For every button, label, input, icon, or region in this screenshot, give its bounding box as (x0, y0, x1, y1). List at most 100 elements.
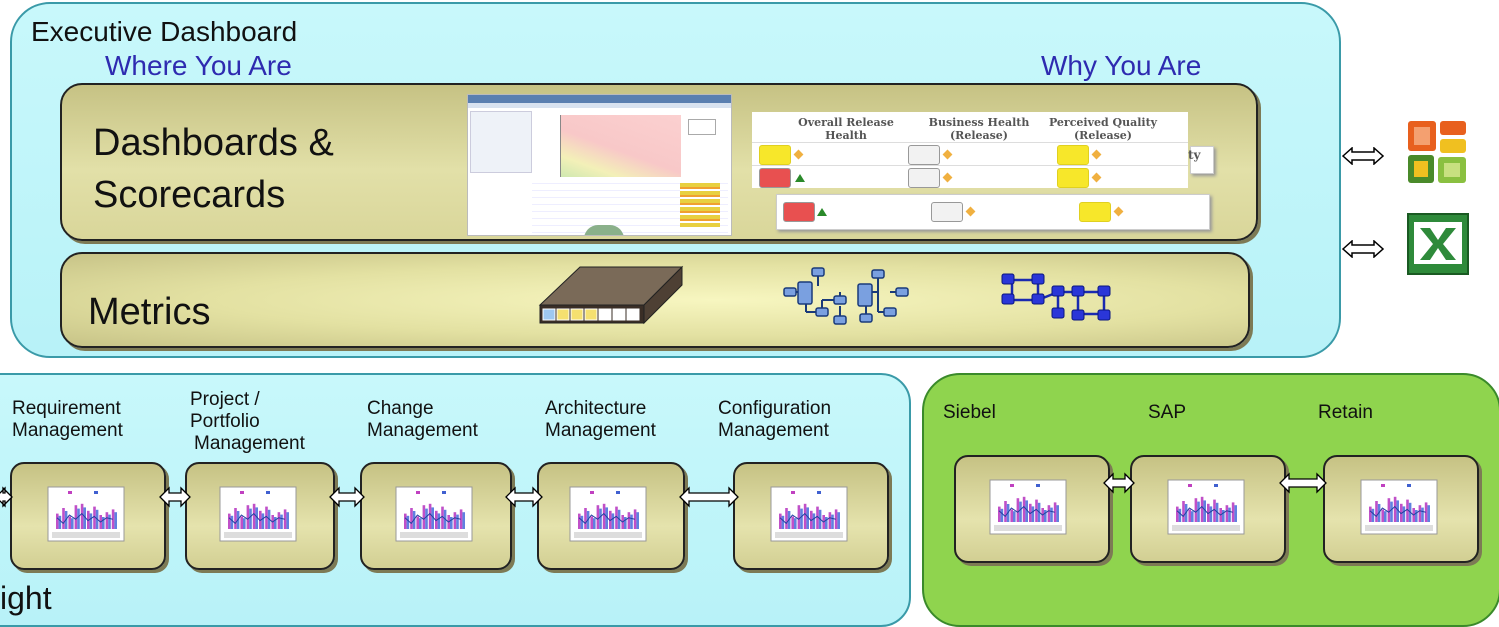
chart-bar (825, 517, 828, 529)
legend-swatch (616, 491, 620, 494)
chart-bar (404, 513, 407, 529)
scorecard-header-quality: Perceived Quality (Release) (1048, 116, 1158, 142)
chart-bar (108, 514, 111, 529)
chart-bar (431, 507, 434, 529)
double-arrow-icon (0, 486, 13, 508)
chart-bar (265, 506, 268, 529)
legend-swatch (240, 491, 244, 494)
legend-swatch (68, 491, 72, 494)
chart-bar (1047, 505, 1051, 522)
scorecard-card-bottom (776, 194, 1210, 230)
chart-bar (102, 517, 105, 529)
chart-line (1369, 505, 1426, 518)
chart-bar (1013, 511, 1016, 522)
chart-line (779, 512, 836, 525)
chart-bar (797, 505, 801, 529)
chart-bar (1000, 508, 1004, 522)
legend-swatch (416, 491, 420, 494)
chart-bar (599, 508, 602, 529)
process-flow-icon (783, 267, 909, 325)
chart-bar (428, 503, 432, 529)
chart-bar (1222, 510, 1225, 522)
chart-bar (624, 517, 627, 529)
chart-bar (630, 514, 633, 529)
system-label-siebel: Siebel (943, 402, 996, 423)
chart-bar (1203, 500, 1206, 522)
chart-bar (1384, 511, 1387, 522)
chart-bar (785, 508, 788, 529)
chart-bar (1004, 501, 1007, 522)
chart-bar (1371, 508, 1375, 522)
chart-bar (283, 509, 287, 529)
chart-bar (800, 508, 803, 529)
chart-bar (1031, 506, 1035, 522)
chart-bar (1176, 506, 1179, 522)
chart-bar (1381, 509, 1384, 522)
scorecard-card-front: Overall Release Health Business Health (… (752, 112, 1188, 188)
chart-bar (578, 513, 581, 529)
chart-bar (1396, 500, 1399, 522)
chart-bar (255, 507, 258, 529)
chart-bar (1056, 505, 1059, 522)
chart-bar (1415, 510, 1418, 522)
chart-bar (837, 512, 840, 529)
chart-bar (462, 512, 465, 529)
configuration-dashboard-box (733, 462, 889, 570)
chart-bar (1231, 502, 1235, 522)
chart-bar (1016, 498, 1020, 522)
legend-swatch (442, 491, 446, 494)
hierarchy-network-icon (1001, 273, 1111, 321)
scorecard-header-business: Business Health (Release) (928, 116, 1030, 142)
chart-bar (1424, 502, 1428, 522)
double-arrow-icon (1342, 147, 1384, 165)
chart-bar (831, 514, 834, 529)
category-label-configuration: Configuration Management (718, 398, 832, 441)
chart-axis-labels (224, 532, 292, 538)
chart-bar (828, 512, 832, 529)
chart-bar (1209, 506, 1213, 522)
chart-bar (419, 518, 422, 529)
chart-bar (806, 507, 809, 529)
chart-bar (615, 506, 618, 529)
chart-bar (590, 516, 593, 529)
category-label-portfolio: Project / Portfolio Management (190, 389, 305, 454)
chart-axis-labels (775, 532, 843, 538)
double-arrow-icon (1279, 472, 1327, 494)
chart-bar (791, 516, 794, 529)
chart-line (228, 512, 285, 525)
dashboards-label-line1: Dashboards & (93, 122, 334, 164)
chart-bar (416, 516, 419, 529)
chart-line (578, 512, 635, 525)
double-arrow-icon (505, 486, 543, 508)
chart-bar (1197, 501, 1200, 522)
chart-bar (105, 512, 109, 529)
chart-bar (779, 513, 782, 529)
chart-line (56, 512, 113, 525)
chart-bar (441, 506, 444, 529)
executive-dashboard-title: Executive Dashboard (31, 16, 298, 47)
chart-bar (1375, 501, 1378, 522)
chart-bar (277, 512, 281, 529)
scorecard-partial-header: ty (1188, 148, 1201, 162)
chart-bar (1406, 499, 1409, 522)
dashboard-screenshot (467, 94, 732, 236)
server-appliance-icon (538, 265, 684, 325)
chart-bar (1369, 506, 1372, 522)
chart-bar (1044, 510, 1047, 522)
chart-bar (93, 506, 96, 529)
chart-bar (1228, 507, 1231, 522)
chart-axis-labels (994, 525, 1062, 531)
double-arrow-icon (1103, 472, 1135, 494)
where-you-are-label: Where You Are (105, 50, 292, 81)
chart-bar (1234, 505, 1237, 522)
chart-bar (56, 513, 59, 529)
chart-bar (89, 513, 93, 529)
chart-bar (602, 503, 606, 529)
chart-bar (1390, 501, 1393, 522)
chart-bar (1035, 499, 1038, 522)
office-logo-icon (1408, 121, 1466, 183)
chart-bar (1213, 499, 1216, 522)
chart-bar (77, 508, 80, 529)
chart-bar (834, 509, 838, 529)
